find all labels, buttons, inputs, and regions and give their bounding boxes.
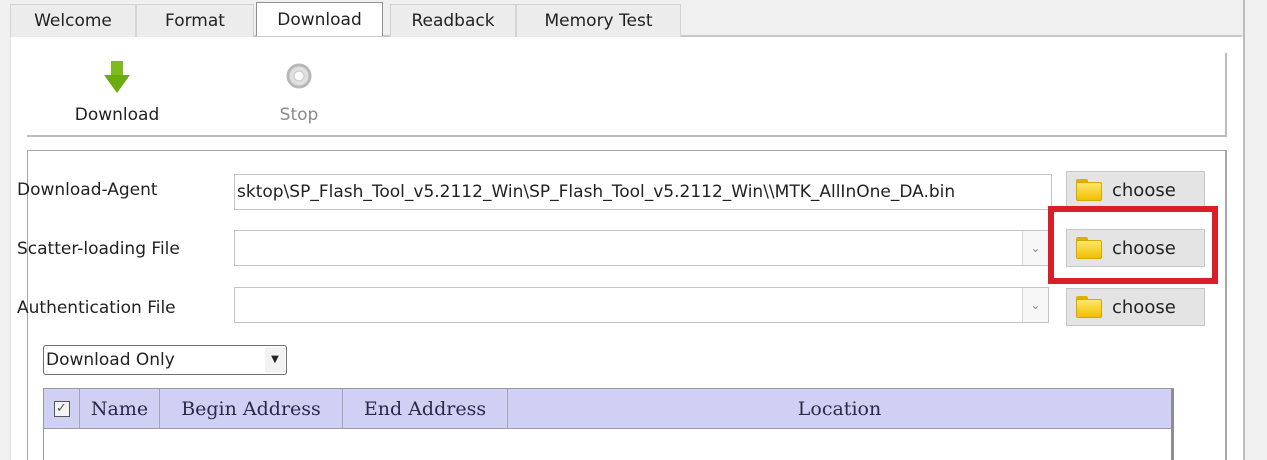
column-begin-address[interactable]: Begin Address: [160, 389, 343, 429]
window-right-edge: [1243, 0, 1267, 460]
select-all-checkbox[interactable]: ✓: [53, 401, 70, 417]
download-settings-panel: [27, 150, 1227, 460]
auth-file-combobox[interactable]: ⌄: [234, 287, 1049, 323]
folder-icon: [1076, 179, 1102, 201]
folder-icon: [1076, 296, 1102, 318]
partition-table: ✓ Name Begin Address End Address Locatio…: [43, 388, 1174, 460]
auth-file-label: Authentication File: [17, 298, 176, 318]
download-mode-select[interactable]: Download Only ▼: [43, 345, 287, 375]
highlight-annotation-box: [1048, 206, 1218, 284]
tab-download[interactable]: Download: [256, 2, 383, 36]
download-arrow-icon: [104, 61, 130, 93]
chevron-down-icon[interactable]: ⌄: [1022, 231, 1048, 265]
download-agent-field[interactable]: sktop\SP_Flash_Tool_v5.2112_Win\SP_Flash…: [234, 174, 1052, 210]
column-end-address[interactable]: End Address: [343, 389, 508, 429]
tab-welcome[interactable]: Welcome: [10, 4, 136, 37]
folder-icon: [1076, 237, 1102, 259]
download-agent-label: Download-Agent: [17, 180, 158, 200]
dropdown-arrow-icon[interactable]: ▼: [265, 347, 285, 373]
scatter-file-combobox[interactable]: ⌄: [234, 230, 1049, 266]
tab-format[interactable]: Format: [136, 4, 254, 37]
download-agent-choose-button[interactable]: choose: [1066, 171, 1205, 209]
tab-readback[interactable]: Readback: [390, 4, 516, 37]
stop-button[interactable]: Stop: [269, 61, 329, 125]
scatter-file-choose-button[interactable]: choose: [1066, 229, 1205, 267]
scatter-file-label: Scatter-loading File: [17, 239, 180, 259]
toolbar: Download Stop: [27, 53, 1227, 137]
tab-bar: Welcome Format Download Readback Memory …: [10, 0, 1242, 37]
download-button[interactable]: Download: [71, 61, 163, 125]
download-label: Download: [74, 105, 160, 125]
select-all-column[interactable]: ✓: [44, 389, 80, 429]
stop-label: Stop: [279, 105, 319, 125]
tab-memory-test[interactable]: Memory Test: [516, 4, 681, 37]
column-name[interactable]: Name: [80, 389, 160, 429]
auth-file-choose-button[interactable]: choose: [1066, 288, 1205, 326]
stop-icon: [286, 63, 312, 89]
chevron-down-icon[interactable]: ⌄: [1022, 288, 1048, 322]
column-location[interactable]: Location: [797, 398, 882, 420]
table-header: ✓ Name Begin Address End Address Locatio…: [44, 389, 1171, 429]
